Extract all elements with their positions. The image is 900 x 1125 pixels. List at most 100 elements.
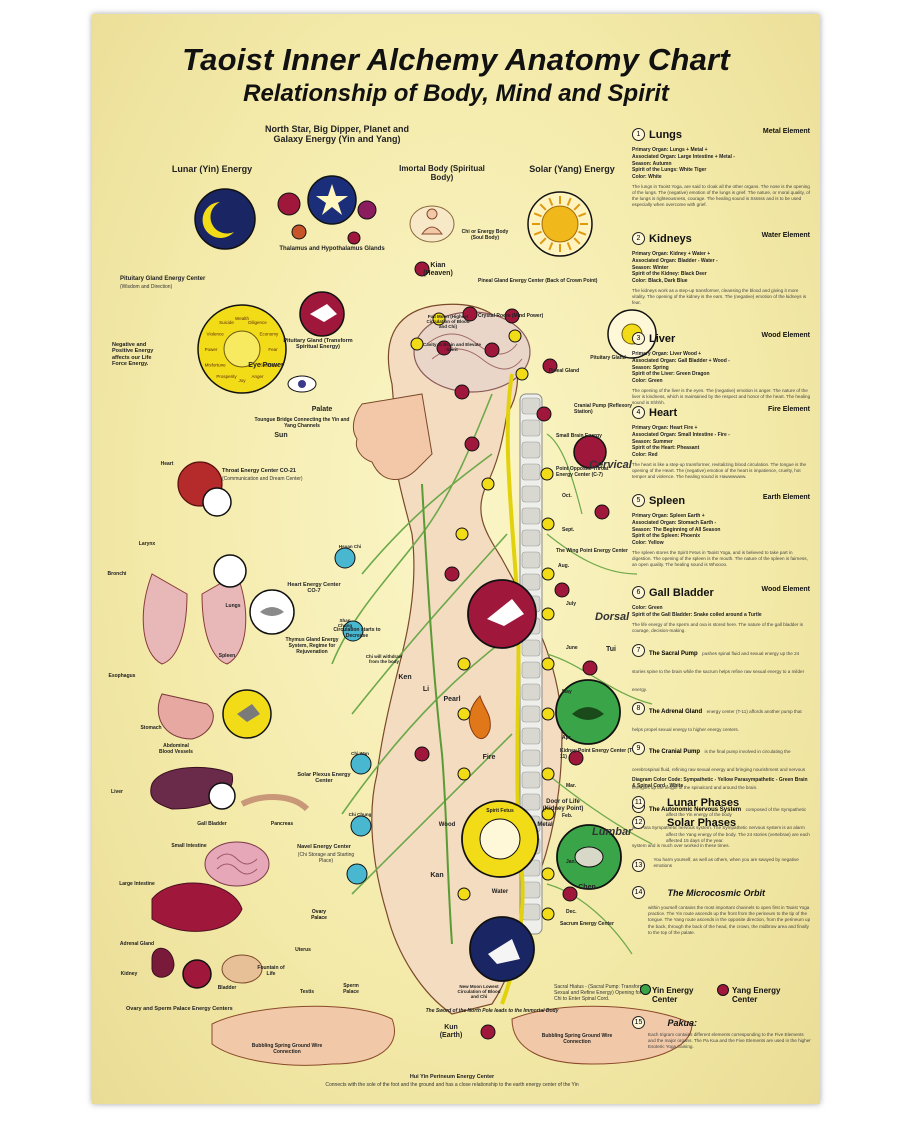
lungs-label: Lungs xyxy=(225,603,241,609)
solar-phases-text: affect the Yang energy of the body. The … xyxy=(666,832,810,844)
organ-field: Primary Organ: Spleen Earth + xyxy=(632,513,705,519)
lunar-phases-text: affect the Yin energy of the body xyxy=(666,812,732,817)
circulation-label: Circulation starts to Decrease xyxy=(333,627,381,639)
yang-point-icon xyxy=(484,342,500,358)
legend-yin: Yin Energy Center xyxy=(652,986,694,1004)
month-label: May xyxy=(562,689,572,695)
organ-description: The heart is like a step-up transformer,… xyxy=(632,461,807,480)
heart-center-label: Heart Energy Center CO-7 xyxy=(287,582,341,595)
water-label: Water xyxy=(491,889,509,895)
organ-field: Color: Black, Dark Blue xyxy=(632,278,688,284)
wheel-word: Diligence xyxy=(248,320,267,325)
yin-dot-icon xyxy=(640,984,651,995)
left-foot xyxy=(211,1005,395,1066)
yin-point-icon xyxy=(541,907,555,921)
wheel-word: Power xyxy=(205,347,218,352)
month-label: July xyxy=(566,601,577,607)
wheel-word: Prosperity xyxy=(216,374,237,379)
organ-field: Associated Organ: Large Intestine + Meta… xyxy=(632,153,735,160)
organ-field: Spirit of the Gall Bladder: Snake coiled… xyxy=(632,611,762,618)
wheel-word: Sadness xyxy=(260,363,278,368)
item-number: 14 xyxy=(632,886,645,900)
organ-element: Earth Element xyxy=(762,494,810,501)
item-14-head: The Microcosmic Orbit xyxy=(667,887,765,898)
front-channel xyxy=(421,483,453,945)
yang-point-icon xyxy=(444,566,460,582)
immortal-body-icon xyxy=(409,205,455,243)
organ-field: Season: Summer xyxy=(632,438,673,445)
month-label: Mar. xyxy=(566,783,577,789)
organ-field: Spirit of the Spleen: Phoenix xyxy=(632,533,701,540)
kidney-label: Kidney xyxy=(120,971,138,977)
organ-field: Color: Green xyxy=(632,378,663,384)
poster: Taoist Inner Alchemy Anatomy Chart Relat… xyxy=(92,14,820,1104)
organ-fields: Primary Organ: Heart Fire +Associated Or… xyxy=(632,425,812,459)
lunar-label: Lunar (Yin) Energy xyxy=(171,164,253,174)
yang-point-icon xyxy=(536,406,552,422)
pituitary-center-label: Pituitary Gland Energy Center xyxy=(120,276,206,282)
spirit-fetus-label: Spirit Fetus xyxy=(486,808,514,814)
hui-yin-label: Hui Yin Perineum Energy Center xyxy=(409,1074,495,1080)
pineal-center-label: Pineal Gland Energy Center (Back of Crow… xyxy=(478,278,598,284)
wheel-word: Misfortune xyxy=(205,363,227,368)
metal-label: Metal xyxy=(537,822,553,828)
yin-point-icon xyxy=(457,707,471,721)
item-number: 6 xyxy=(632,586,645,600)
pineal-right-label: Pineal Gland xyxy=(548,368,580,374)
energy-point-icon xyxy=(334,547,356,569)
lungs-organ xyxy=(142,573,247,665)
organ-fields: Primary Organ: Lungs + Metal +Associated… xyxy=(632,147,812,181)
ovary-sperm-label: Ovary and Sperm Palace Energy Centers xyxy=(126,1006,233,1012)
month-label: Oct. xyxy=(562,493,572,499)
pituitary-gland-label: Pituitary Gland (Transform Spiritual Ene… xyxy=(283,338,353,351)
yin-point-icon xyxy=(508,329,522,343)
tui-label: Tui xyxy=(606,646,616,653)
item-15-text: Each trigram contains different elements… xyxy=(648,1032,811,1050)
item-14: 14 The Microcosmic Orbit within yourself… xyxy=(632,884,812,936)
organ-field: Primary Organ: Liver Wood + xyxy=(632,351,702,357)
month-label: Sept. xyxy=(562,527,575,533)
organ-field: Associated Organ: Small Intestine - Fire… xyxy=(632,431,730,438)
organ-name: Gall Bladder xyxy=(649,586,714,599)
tongue-bridge-label: Toungue Bridge Connecting the Yin and Ya… xyxy=(254,417,350,429)
thalamus-label: Thalamus and Hypothalamus Glands xyxy=(279,246,385,252)
north-pole-label: The Sword of the North Pole leads to the… xyxy=(425,1008,559,1014)
organ-field: Color: Red xyxy=(632,452,658,458)
organ-field: Season: The Beginning of All Season xyxy=(632,526,721,533)
organ-field: Color: Green xyxy=(632,605,663,611)
organ-field: Spirit of the Kidney: Black Deer xyxy=(632,271,707,278)
bubbling-right-label: Bubbling Spring Ground Wire Connection xyxy=(541,1033,613,1045)
organ-name: Kidneys xyxy=(649,232,692,245)
testis-label: Testis xyxy=(299,989,315,995)
pancreas-label: Pancreas xyxy=(270,821,294,827)
legend-yang: Yang Energy Center xyxy=(732,986,781,1004)
item-number: 7 xyxy=(632,644,645,658)
item-number: 9 xyxy=(632,742,645,756)
fire-label: Fire xyxy=(482,754,496,761)
extra-item-text: is the final pump involved in circulatin… xyxy=(632,749,806,790)
sun-icon xyxy=(527,191,593,257)
organ-fields: Primary Organ: Spleen Earth +Associated … xyxy=(632,513,812,547)
organ-element: Wood Element xyxy=(761,586,810,593)
yin-point-icon xyxy=(541,607,555,621)
door-of-life-label: Door of Life (Kidney Point) xyxy=(542,799,584,812)
extra-item-text: energy center (T-11) affords another pum… xyxy=(632,709,802,732)
item-number: 8 xyxy=(632,702,645,716)
fountain-label: Fountain of Life xyxy=(257,965,285,977)
stomach-organ xyxy=(157,693,214,740)
organ-field: Color: White xyxy=(632,174,662,180)
bubbling-left-label: Bubbling Spring Ground Wire Connection xyxy=(251,1043,323,1055)
esophagus-label: Esophagus xyxy=(108,673,136,679)
wing-point-label: The Wing Point Energy Center xyxy=(556,548,628,554)
eye-power-label: Eye Power xyxy=(248,362,284,369)
adrenal-label: Adrenal Gland xyxy=(119,941,155,947)
item-15-head: Pakua: xyxy=(667,1017,697,1028)
sacrum-center-label: Sacrum Energy Center xyxy=(560,921,614,927)
wheel-word: Anger xyxy=(251,374,264,379)
